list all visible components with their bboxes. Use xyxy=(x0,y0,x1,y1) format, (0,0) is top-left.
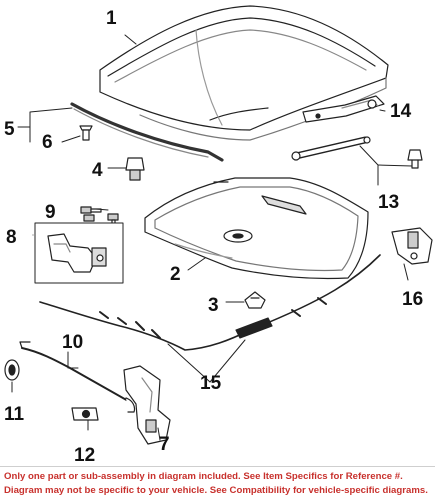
disclaimer-line-2: Diagram may not be specific to your vehi… xyxy=(4,485,428,496)
callout-14: 14 xyxy=(390,101,412,122)
hood-parts-diagram: 1 2 3 4 5 6 7 8 9 10 11 12 13 14 15 16 xyxy=(4,5,433,466)
callout-8: 8 xyxy=(6,227,17,248)
hood-hinge xyxy=(302,95,385,123)
callout-15: 15 xyxy=(200,373,222,394)
callout-5: 5 xyxy=(4,119,15,140)
latch-assembly xyxy=(34,222,124,284)
callout-2: 2 xyxy=(170,264,181,285)
hood-panel xyxy=(99,5,389,141)
callout-7: 7 xyxy=(159,434,170,455)
callout-4: 4 xyxy=(92,160,103,181)
handle-bracket xyxy=(71,407,99,421)
leader-lines xyxy=(11,34,413,441)
release-cable xyxy=(39,254,381,351)
callout-16: 16 xyxy=(402,289,423,310)
bolt-pair xyxy=(80,206,119,229)
hood-striker xyxy=(391,227,433,265)
cable-grommet xyxy=(4,359,20,381)
hood-seal xyxy=(70,102,224,162)
grommet-clip xyxy=(244,291,266,309)
callout-10: 10 xyxy=(62,332,83,353)
callout-1: 1 xyxy=(106,8,117,29)
callout-6: 6 xyxy=(42,132,53,153)
disclaimer-footer: Only one part or sub-assembly in diagram… xyxy=(0,466,435,501)
callout-13: 13 xyxy=(378,192,399,213)
callout-9: 9 xyxy=(45,202,56,223)
disclaimer-line-1: Only one part or sub-assembly in diagram… xyxy=(4,471,403,482)
callout-12: 12 xyxy=(74,445,95,466)
callout-3: 3 xyxy=(208,295,219,316)
hood-insulator xyxy=(144,177,369,280)
release-lever xyxy=(123,365,171,445)
callout-11: 11 xyxy=(4,404,25,425)
retainer-clip xyxy=(79,125,93,141)
lift-support xyxy=(291,136,423,169)
bumper-stop xyxy=(125,157,145,181)
